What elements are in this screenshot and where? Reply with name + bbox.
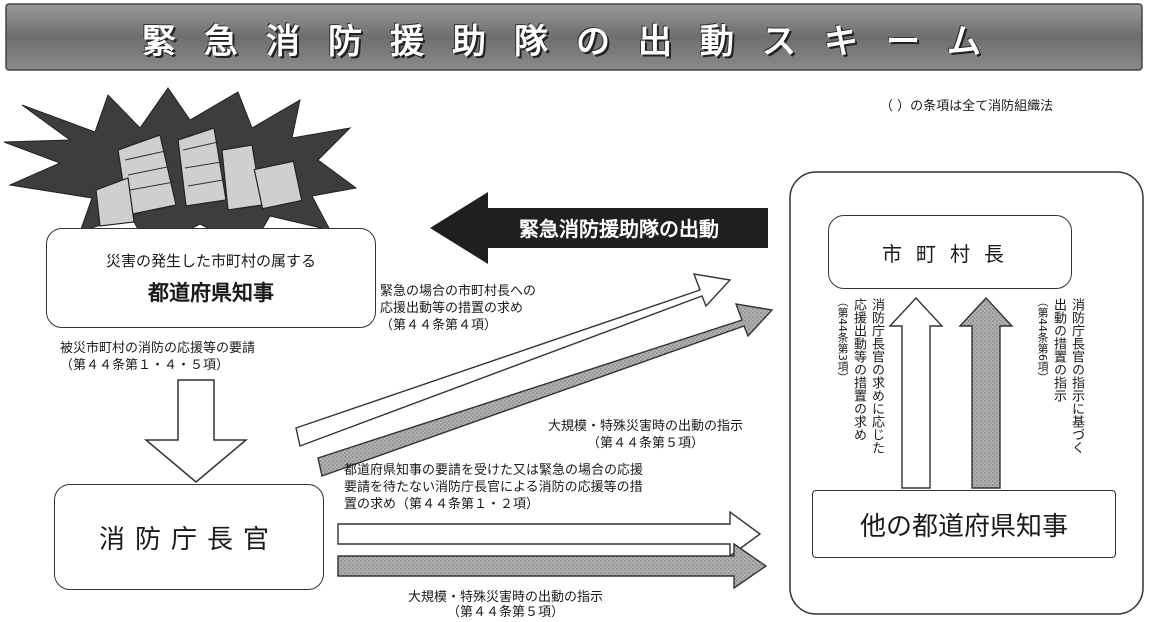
vertical-arrow-instruction [958,296,1014,489]
down-arrow [143,379,249,483]
disaster-burst-icon [3,87,358,251]
fdma-commissioner-label: 消防庁長官 [98,524,279,555]
horizontal-arrow-instruction [337,542,768,590]
commissioner-request-label: 都道府県知事の要請を受けた又は緊急の場合の応援 要請を待たない消防庁長官による消… [344,462,643,513]
fdma-commissioner-box: 消防庁長官 [54,484,324,590]
measures-request-col1: 消防庁長官の求めに応じた [869,298,884,454]
emergency-request-label: 緊急の場合の市町村長への 応援出動等の措置の求め （第４４条第４項） [380,283,536,334]
title-banner [5,3,1143,71]
instruction-lower-label: 大規模・特殊災害時の出動の指示 （第４４条第５項） [408,590,603,620]
measures-based-col2: 出動の措置の指示 [1051,298,1066,402]
instruction-lower-line1: 大規模・特殊災害時の出動の指示 [408,590,604,605]
commissioner-request-line1: 都道府県知事の要請を受けた又は緊急の場合の応援 [344,463,644,478]
other-governor-label: 他の都道府県知事 [859,511,1068,542]
measures-request-col2: 応援出動等の措置の求め [851,298,866,441]
emergency-request-line2: 応援出動等の措置の求め [380,301,524,316]
emergency-request-line1: 緊急の場合の市町村長への [380,284,537,299]
commissioner-request-line2: 要請を待たない消防庁長官による消防の応援等の措 [344,480,643,495]
mayor-label: 市町村長 [882,241,1018,266]
measures-request-col3: （第44条第3項） [836,296,849,383]
instruction-lower-line2: （第４４条第５項） [447,605,565,620]
request-left-line1: 被災市町村の消防の応援等の要請 [60,341,256,356]
commissioner-request-line3: 置の求め（第４４条第１・２項） [344,497,540,512]
receiving-side-panel [789,171,1144,615]
prefecture-governor-box: 災害の発生した市町村の属する 都道府県知事 [46,228,376,328]
collapsed-buildings-icon [95,127,303,227]
dispatch-banner-label: 緊急消防援助隊の出動 [519,217,719,241]
dispatch-arrow [430,192,768,264]
measures-based-col1: 消防庁長官の指示に基づく [1069,298,1084,454]
horizontal-arrow-request [337,510,762,558]
emergency-request-line3: （第４４条第４項） [380,318,498,333]
instruction-upper-line2: （第４４条第５項） [587,436,705,451]
measures-based-col3: （第44条第6項） [1036,296,1049,383]
mayor-box: 市町村長 [828,215,1072,289]
request-left-line2: （第４４条第１・４・５項） [60,358,230,373]
diagonal-arrow-instruction [317,303,774,477]
diagonal-arrow-emergency [295,273,732,447]
law-note: （ ）の条項は全て消防組織法 [880,99,1054,114]
other-governor-box: 他の都道府県知事 [812,490,1116,558]
page-title: 緊急消防援助隊の出動スキーム [142,21,1009,62]
prefecture-governor-line1: 災害の発生した市町村の属する [105,251,316,270]
vertical-arrow-request [888,296,944,489]
instruction-upper-label: 大規模・特殊災害時の出動の指示 （第４４条第５項） [548,418,743,452]
request-left-label: 被災市町村の消防の応援等の要請 （第４４条第１・４・５項） [60,340,255,374]
prefecture-governor-line2: 都道府県知事 [148,280,274,305]
instruction-upper-line1: 大規模・特殊災害時の出動の指示 [548,419,744,434]
